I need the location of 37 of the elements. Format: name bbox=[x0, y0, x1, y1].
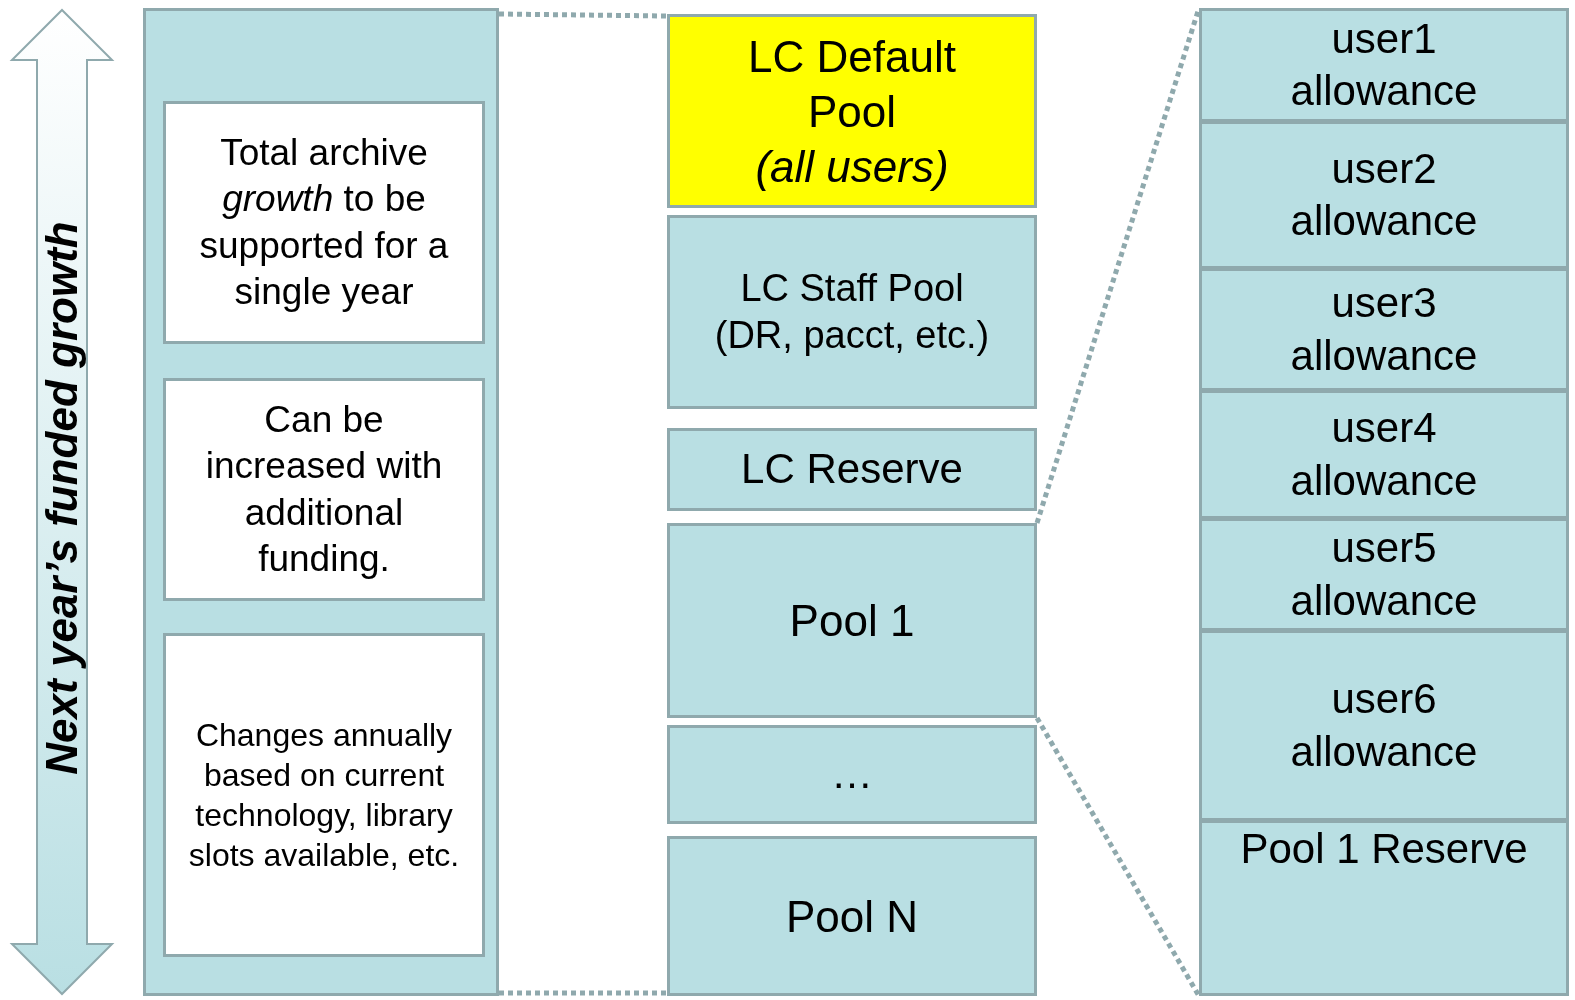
box-label: Can be increased with additional funding. bbox=[204, 398, 444, 581]
allowance-box bbox=[1199, 630, 1569, 821]
pool-box bbox=[667, 14, 1037, 208]
allowance-box bbox=[1199, 518, 1569, 631]
allowance-box bbox=[1199, 268, 1569, 391]
box-label: Changes annually based on current technology, library slots available, etc. bbox=[187, 716, 461, 875]
pool-box bbox=[667, 215, 1037, 409]
box-label: (all users) bbox=[755, 140, 949, 193]
box-label: user1 allowance bbox=[1289, 13, 1479, 116]
box-label: user5 allowance bbox=[1289, 523, 1479, 626]
box-label: … bbox=[831, 749, 873, 800]
pool-box bbox=[667, 725, 1037, 824]
pool-box bbox=[667, 836, 1037, 996]
box-label: Total archive growth to be supported for a single year bbox=[198, 131, 450, 314]
text-box bbox=[163, 633, 485, 957]
reserve-box bbox=[1199, 820, 1569, 996]
allowance-box bbox=[1199, 390, 1569, 519]
box-label: Pool N bbox=[785, 890, 919, 943]
panel-background bbox=[143, 8, 499, 996]
box-label: LC Staff Pool (DR, pacct, etc.) bbox=[713, 265, 991, 358]
box-label: user4 allowance bbox=[1289, 403, 1479, 506]
pool-box bbox=[667, 523, 1037, 718]
box-label: user3 allowance bbox=[1289, 278, 1479, 381]
box-label: Pool 1 Reserve bbox=[1240, 824, 1528, 874]
box-label: Pool 1 bbox=[789, 595, 915, 647]
box-label: user6 allowance bbox=[1289, 674, 1479, 777]
pool-box bbox=[667, 428, 1037, 511]
zoom-line bbox=[498, 11, 668, 19]
box-label: user2 allowance bbox=[1289, 143, 1479, 246]
axis-label: Next year’s funded growth bbox=[37, 221, 87, 775]
text-box bbox=[163, 378, 485, 601]
zoom-line bbox=[499, 990, 667, 996]
box-label: LC Reserve bbox=[741, 444, 963, 495]
allowance-box bbox=[1199, 8, 1569, 122]
allowance-box bbox=[1199, 121, 1569, 269]
box-label: LC Default Pool bbox=[747, 30, 957, 138]
text-box bbox=[163, 101, 485, 344]
